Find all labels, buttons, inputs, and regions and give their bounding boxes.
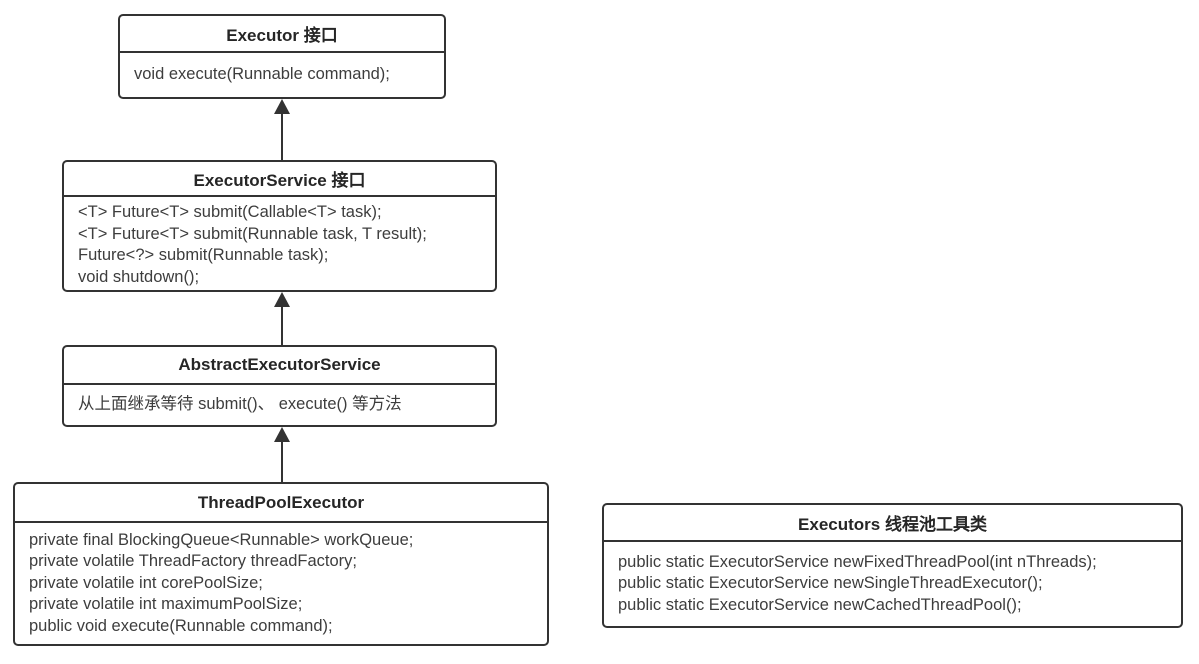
class-title: Executor 接口 [120, 16, 444, 53]
class-body: void execute(Runnable command); [120, 53, 444, 97]
class-title: ExecutorService 接口 [64, 162, 495, 197]
class-member: public void execute(Runnable command); [29, 616, 333, 635]
class-title: AbstractExecutorService [64, 347, 495, 385]
arrow-line [280, 114, 284, 160]
class-member: public static ExecutorService newFixedTh… [618, 552, 1097, 571]
class-body: <T> Future<T> submit(Callable<T> task); … [64, 197, 495, 293]
inheritance-arrow [274, 427, 290, 482]
class-member: 从上面继承等待 submit()、 execute() 等方法 [78, 395, 402, 414]
arrow-line [280, 442, 284, 482]
arrow-head-icon [274, 99, 290, 114]
class-member: void shutdown(); [78, 267, 200, 286]
arrow-head-icon [274, 292, 290, 307]
class-member: void execute(Runnable command); [134, 65, 390, 84]
class-title: ThreadPoolExecutor [15, 484, 547, 523]
class-member: public static ExecutorService newSingleT… [618, 574, 1043, 593]
arrow-line [280, 307, 284, 345]
class-member: Future<?> submit(Runnable task); [78, 246, 329, 264]
inheritance-arrow [274, 99, 290, 160]
class-box-executors-utility: Executors 线程池工具类 public static ExecutorS… [602, 503, 1183, 628]
inheritance-arrow [274, 292, 290, 345]
class-member: private final BlockingQueue<Runnable> wo… [29, 530, 414, 549]
class-box-thread-pool-executor: ThreadPoolExecutor private final Blockin… [13, 482, 549, 646]
class-body: public static ExecutorService newFixedTh… [604, 542, 1181, 626]
class-member: private volatile ThreadFactory threadFac… [29, 552, 358, 571]
class-title: Executors 线程池工具类 [604, 505, 1181, 542]
arrow-head-icon [274, 427, 290, 442]
class-box-executor-service: ExecutorService 接口 <T> Future<T> submit(… [62, 160, 497, 292]
class-box-abstract-executor-service: AbstractExecutorService 从上面继承等待 submit()… [62, 345, 497, 427]
class-box-executor: Executor 接口 void execute(Runnable comman… [118, 14, 446, 99]
class-member: private volatile int corePoolSize; [29, 573, 263, 592]
class-member: public static ExecutorService newCachedT… [618, 595, 1022, 614]
class-body: private final BlockingQueue<Runnable> wo… [15, 523, 547, 644]
class-member: <T> Future<T> submit(Runnable task, T re… [78, 224, 427, 243]
class-member: <T> Future<T> submit(Callable<T> task); [78, 203, 382, 221]
class-member: private volatile int maximumPoolSize; [29, 595, 303, 614]
class-body: 从上面继承等待 submit()、 execute() 等方法 [64, 385, 495, 425]
